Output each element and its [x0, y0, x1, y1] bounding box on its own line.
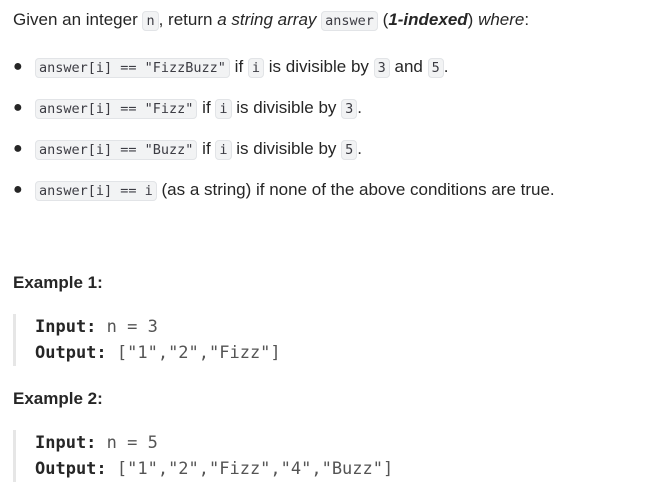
rule-text: is divisible by	[264, 57, 374, 76]
bullet-dot: ●	[13, 58, 23, 75]
example-1-output: Output: ["1","2","Fizz"]	[35, 340, 455, 366]
rule-text: .	[443, 57, 449, 76]
bullet-dot: ●	[13, 140, 23, 157]
inline-code: i	[215, 99, 232, 119]
rule-text: .	[357, 139, 363, 158]
inline-code: i	[215, 140, 232, 160]
output-label: Output:	[35, 459, 107, 479]
rule-text: .	[357, 98, 363, 117]
rule-text: if	[197, 139, 216, 158]
inline-code: 5	[341, 140, 358, 160]
intro-emphasis: a string array	[217, 10, 317, 29]
input-label: Input:	[35, 317, 97, 337]
inline-code: 5	[427, 58, 444, 78]
input-label: Input:	[35, 433, 97, 453]
output-value: ["1","2","Fizz","4","Buzz"]	[106, 459, 394, 479]
rule-text: is divisible by	[231, 139, 342, 158]
list-item: ● answer[i] == i (as a string) if none o…	[0, 173, 647, 214]
example-2-input: Input: n = 5	[35, 430, 455, 456]
inline-code: answer[i] == "Fizz"	[35, 99, 198, 119]
inline-code: answer[i] == i	[35, 181, 157, 201]
problem-intro: Given an integer n, return a string arra…	[13, 9, 529, 32]
intro-text: , return	[158, 10, 218, 29]
intro-strong: 1-indexed	[388, 10, 468, 29]
rules-list: ● answer[i] == "FizzBuzz" if i is divisi…	[0, 50, 647, 214]
rule-text: is divisible by	[231, 98, 342, 117]
input-value: n = 5	[96, 433, 158, 453]
rule-text: and	[389, 57, 428, 76]
list-item: ● answer[i] == "FizzBuzz" if i is divisi…	[0, 50, 647, 91]
inline-code: 3	[341, 99, 358, 119]
inline-code: answer[i] == "FizzBuzz"	[35, 58, 230, 78]
list-item: ● answer[i] == "Fizz" if i is divisible …	[0, 91, 647, 132]
example-1-block: Input: n = 3 Output: ["1","2","Fizz"]	[13, 314, 455, 366]
inline-code-n: n	[142, 11, 159, 31]
example-2-block: Input: n = 5 Output: ["1","2","Fizz","4"…	[13, 430, 455, 482]
inline-code: 3	[373, 58, 390, 78]
bullet-dot: ●	[13, 181, 23, 198]
inline-code: i	[247, 58, 265, 78]
intro-text: :	[524, 10, 530, 29]
output-value: ["1","2","Fizz"]	[106, 343, 281, 363]
list-item: ● answer[i] == "Buzz" if i is divisible …	[0, 132, 647, 173]
rule-text: if	[229, 57, 248, 76]
input-value: n = 3	[96, 317, 158, 337]
intro-text: Given an integer	[13, 10, 143, 29]
rule-text: (as a string) if none of the above condi…	[156, 180, 555, 199]
inline-code: answer[i] == "Buzz"	[35, 140, 198, 160]
example-1-input: Input: n = 3	[35, 314, 455, 340]
example-2-title: Example 2:	[13, 389, 103, 408]
intro-text: )	[467, 10, 474, 29]
bullet-dot: ●	[13, 99, 23, 116]
example-1-title: Example 1:	[13, 273, 103, 292]
output-label: Output:	[35, 343, 107, 363]
intro-text: (	[377, 10, 389, 29]
rule-text: if	[197, 98, 216, 117]
inline-code-answer: answer	[321, 11, 378, 31]
intro-emphasis: where	[473, 10, 525, 29]
example-2-output: Output: ["1","2","Fizz","4","Buzz"]	[35, 456, 455, 482]
